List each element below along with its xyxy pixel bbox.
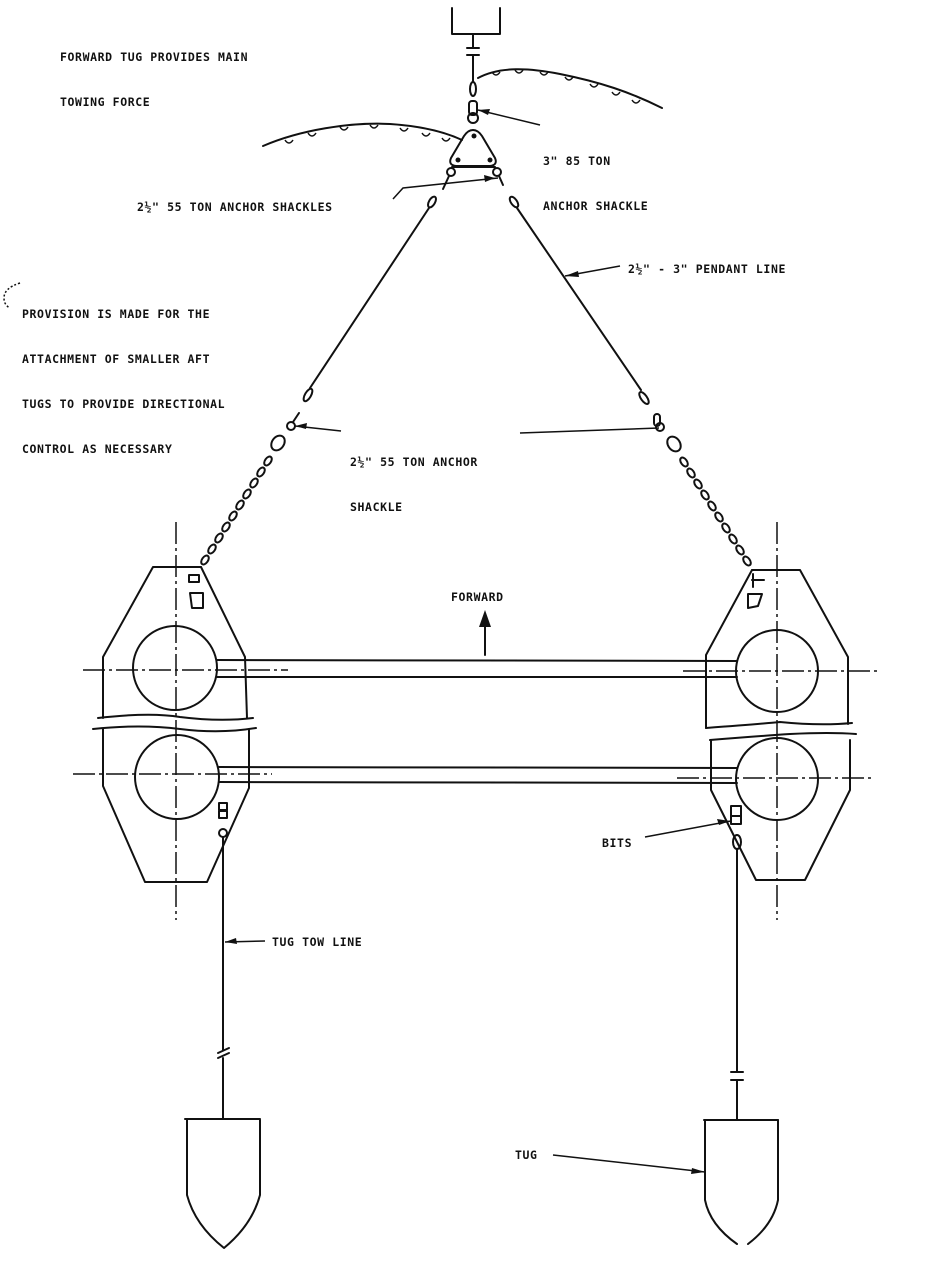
chain-shackle-right (653, 413, 665, 432)
provision-note-line3: TUGS TO PROVIDE DIRECTIONAL (22, 397, 226, 411)
main-anchor-shackle (467, 100, 479, 124)
messenger-line-right (477, 68, 663, 109)
aft-tow-line-right (730, 848, 744, 1121)
chain-bridle-right (666, 435, 752, 567)
chain-shackle-label-line2: SHACKLE (350, 500, 403, 514)
messenger-line-left (262, 122, 463, 147)
chain-shackle-label: 2½" 55 TON ANCHOR SHACKLE (350, 425, 478, 530)
title-note: FORWARD TUG PROVIDES MAIN TOWING FORCE (60, 20, 248, 125)
pontoon-port (73, 522, 288, 920)
main-tow-line (466, 33, 480, 97)
leader-lines (3, 109, 732, 1174)
tug-tow-line-label: TUG TOW LINE (272, 935, 363, 949)
bits-label: BITS (602, 836, 633, 850)
aft-tug-right (703, 1119, 779, 1245)
main-shackle-label-line2: ANCHOR SHACKLE (543, 199, 649, 213)
provision-note-line4: CONTROL AS NECESSARY (22, 442, 173, 456)
flounder-plate (449, 129, 497, 168)
plate-shackles-label: 2½" 55 TON ANCHOR SHACKLES (137, 200, 333, 214)
chain-shackle-left (286, 412, 300, 431)
title-note-line2: TOWING FORCE (60, 95, 151, 109)
aft-tow-line-left (217, 836, 230, 1119)
cross-beams (216, 659, 738, 784)
main-shackle-label: 3" 85 TON ANCHOR SHACKLE (543, 124, 648, 229)
provision-note-line2: ATTACHMENT OF SMALLER AFT (22, 352, 211, 366)
title-note-line1: FORWARD TUG PROVIDES MAIN (60, 50, 249, 64)
forward-tug (451, 7, 501, 35)
pendant-line-left (302, 195, 437, 403)
chain-bridle-left (200, 434, 286, 566)
forward-label: FORWARD (451, 590, 504, 604)
forward-arrow-icon (479, 610, 491, 656)
aft-tug-left (184, 1118, 261, 1249)
tug-label: TUG (515, 1148, 538, 1162)
chain-shackle-label-line1: 2½" 55 TON ANCHOR (350, 455, 478, 469)
pendant-line-right (508, 195, 650, 405)
pendant-line-label: 2½" - 3" PENDANT LINE (628, 262, 786, 276)
provision-note-line1: PROVISION IS MADE FOR THE (22, 307, 211, 321)
provision-note: PROVISION IS MADE FOR THE ATTACHMENT OF … (22, 277, 225, 472)
main-shackle-label-line1: 3" 85 TON (543, 154, 611, 168)
plate-shackles (442, 167, 504, 190)
pontoon-starboard (677, 522, 880, 920)
